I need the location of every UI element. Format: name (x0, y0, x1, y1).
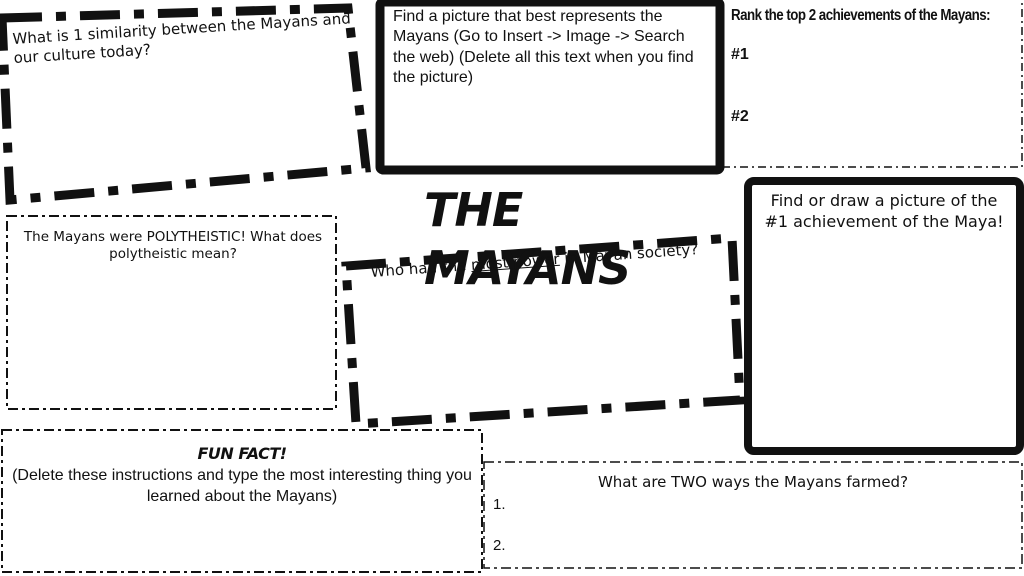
achievement-picture-instructions[interactable]: Find or draw a picture of the #1 achieve… (764, 191, 1004, 231)
rank-item-2[interactable]: #2 (731, 108, 749, 125)
farming-item-2[interactable]: 2. (493, 537, 506, 554)
page-title: THE MAYANS (424, 183, 631, 295)
fun-fact-heading: FUN FACT! (197, 444, 287, 463)
rank-box-border (722, 2, 1023, 168)
fun-fact-instructions[interactable]: (Delete these instructions and type the … (12, 467, 472, 505)
similarity-question[interactable]: What is 1 similarity between the Mayans … (12, 9, 352, 67)
polytheistic-question[interactable]: The Mayans were POLYTHEISTIC! What does … (23, 229, 323, 262)
farming-question[interactable]: What are TWO ways the Mayans farmed? (597, 473, 909, 491)
farming-item-1[interactable]: 1. (493, 496, 506, 513)
rank-item-1[interactable]: #1 (731, 46, 749, 63)
picture-search-instructions[interactable]: Find a picture that best represents the … (393, 8, 694, 86)
rank-heading[interactable]: Rank the top 2 achievements of the Mayan… (731, 7, 991, 24)
